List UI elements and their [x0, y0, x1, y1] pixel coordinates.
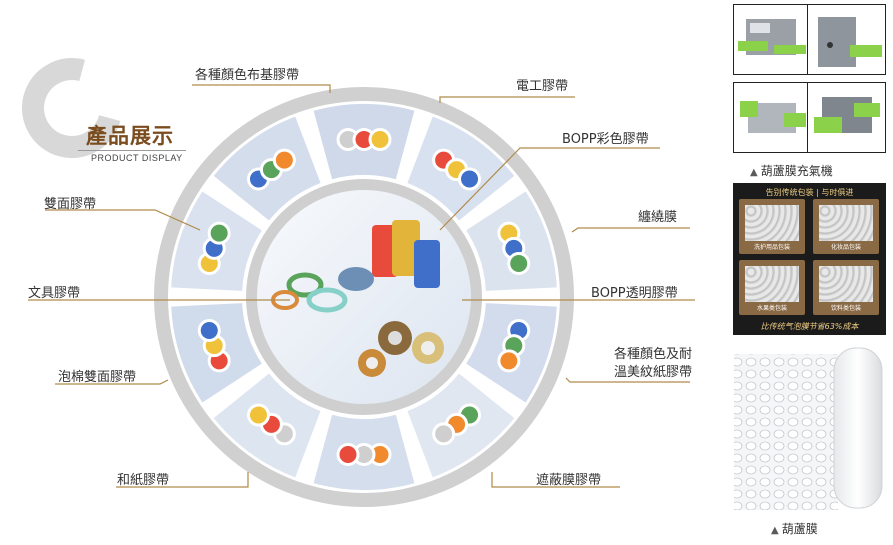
- leader-crepe: [565, 377, 690, 383]
- machine-illustration: [818, 17, 882, 67]
- machine-photo-4: [807, 82, 886, 153]
- leader-electrical: [439, 96, 575, 103]
- center-roll-core: [388, 331, 402, 345]
- bubble-pack-image: [745, 266, 799, 302]
- label-double-sided-tape: 雙面膠帶: [44, 197, 97, 212]
- promo-savings-text: 比传统气泡膜节省63%成本: [760, 322, 859, 331]
- promo-cell-label: 水果类包装: [756, 305, 787, 312]
- tape-roll-graphic: [207, 221, 231, 245]
- leader-foam-double: [55, 379, 169, 385]
- machine-photo-2: [807, 4, 886, 75]
- center-roll-core: [421, 341, 435, 355]
- bubble-roll: [833, 347, 883, 509]
- page-title: 產品展示: [86, 123, 174, 148]
- promo-headline: 告别传统包装 | 与时俱进: [765, 188, 854, 197]
- tape-roll-graphic: [497, 349, 521, 373]
- bubble-caption-text: 葫蘆膜: [781, 522, 818, 536]
- tape-roll-graphic: [336, 443, 360, 466]
- bubble-film-roll-image: [734, 347, 883, 510]
- tape-roll-graphic: [507, 252, 531, 276]
- leader-stretch-film: [571, 227, 690, 233]
- bubble-pack-image: [819, 205, 873, 241]
- bubble-caption: ▲葫蘆膜: [771, 520, 818, 537]
- center-red-roll: [372, 225, 398, 277]
- label-crepe-paper-tape: 各種顏色及耐 溫美紋紙膠帶: [592, 346, 692, 382]
- promo-cell-label: 饮料类包装: [830, 305, 861, 312]
- tape-roll-graphic: [368, 128, 392, 151]
- triangle-icon: ▲: [771, 525, 779, 536]
- leader-washi: [116, 472, 249, 488]
- page-subtitle: PRODUCT DISPLAY: [91, 153, 183, 163]
- promo-cell-4: 饮料类包装: [813, 260, 879, 315]
- machine-photo-1: [733, 4, 812, 75]
- leader-double-sided: [45, 209, 201, 231]
- tape-roll-graphic: [197, 318, 221, 342]
- center-blue-roll: [414, 240, 440, 288]
- promo-cell-3: 水果类包装: [739, 260, 805, 315]
- wheel-segments: [171, 104, 557, 490]
- leader-colored-cloth: [192, 84, 331, 93]
- center-mint-roll: [306, 287, 348, 313]
- center-green-roll: [286, 272, 324, 298]
- bubble-film-sheet: [734, 354, 838, 510]
- center-roll-core: [366, 357, 378, 369]
- bubble-pack-image: [819, 266, 873, 302]
- center-yellow-roll: [392, 220, 420, 276]
- label-washi-tape: 和紙膠帶: [117, 473, 170, 488]
- promo-cell-label: 化妆品包装: [830, 244, 861, 251]
- machine-illustration: [814, 97, 880, 133]
- machine-caption: ▲葫蘆膜充氣機: [750, 162, 833, 179]
- label-colored-cloth-tape: 各種顏色布基膠帶: [195, 68, 300, 83]
- label-crepe-line2: 溫美紋紙膠帶: [613, 365, 692, 380]
- label-crepe-line1: 各種顏色及耐: [613, 347, 692, 362]
- center-product-cluster: [271, 220, 444, 377]
- label-masking-film-tape: 遮蔽膜膠帶: [536, 473, 602, 488]
- tape-roll-graphic: [246, 403, 270, 427]
- machine-illustration: [738, 19, 806, 55]
- machine-caption-text: 葫蘆膜充氣機: [760, 164, 833, 178]
- promo-cell-label: 洗护用品包装: [753, 244, 790, 251]
- leader-lines: [28, 84, 695, 488]
- packaging-promo-panel: 告别传统包装 | 与时俱进 洗护用品包装 化妆品包装 水果类包装 饮料类包装 比…: [733, 183, 886, 335]
- label-bopp-color-tape: BOPP彩色膠帶: [562, 132, 649, 147]
- tape-roll-graphic: [458, 167, 482, 191]
- triangle-icon: ▲: [750, 167, 758, 178]
- label-foam-double-tape: 泡棉雙面膠帶: [58, 370, 137, 385]
- leader-bopp-color: [439, 147, 660, 231]
- machine-photo-3: [733, 82, 812, 153]
- bubble-pack-image: [745, 205, 799, 241]
- center-roll-grey: [338, 267, 374, 291]
- promo-cell-1: 洗护用品包装: [739, 199, 805, 254]
- tape-roll-graphic: [272, 148, 296, 172]
- tape-roll-graphic: [432, 422, 456, 446]
- promo-cell-2: 化妆品包装: [813, 199, 879, 254]
- machine-illustration: [740, 101, 806, 133]
- label-bopp-clear-tape: BOPP透明膠帶: [591, 286, 678, 301]
- logo-divider: [78, 150, 186, 151]
- leader-masking-film: [491, 472, 620, 488]
- label-electrical-tape: 電工膠帶: [516, 79, 569, 94]
- label-stationery-tape: 文具膠帶: [28, 286, 81, 301]
- label-stretch-film: 纏繞膜: [638, 210, 678, 225]
